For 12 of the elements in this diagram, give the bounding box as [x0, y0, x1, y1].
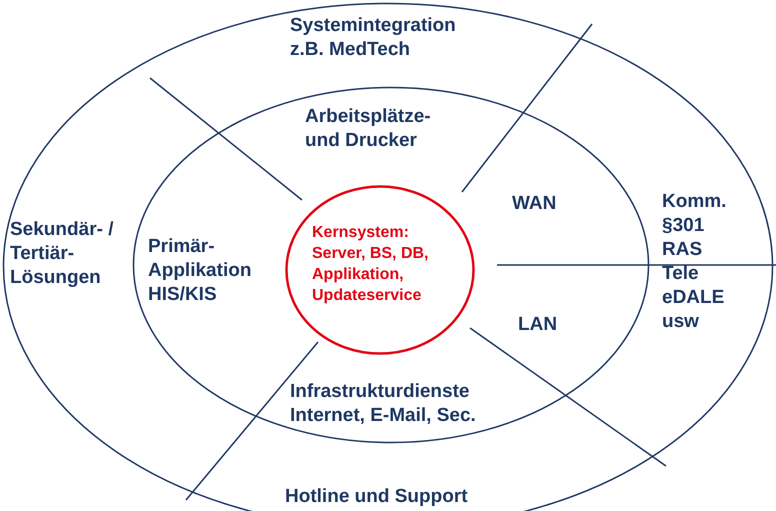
sector-label: Arbeitsplätze- und Drucker	[305, 105, 432, 153]
sector-label: LAN	[518, 313, 558, 337]
core-circle	[284, 184, 476, 356]
sector-label: WAN	[512, 192, 558, 216]
sector-label: Primär- Applikation HIS/KIS	[148, 235, 252, 307]
inner-ellipse	[132, 86, 650, 444]
sector-label: Sekundär- / Tertiär- Lösungen	[10, 218, 114, 290]
sector-label: Infrastrukturdienste Internet, E-Mail, Sec.	[290, 380, 477, 428]
sector-label: Systemintegration z.B. MedTech	[290, 14, 457, 62]
sector-label: Komm. §301 RAS Tele eDALE usw	[662, 190, 728, 334]
core-label: Kernsystem: Server, BS, DB, Applikation, Updateservice	[312, 223, 430, 306]
sector-label: Hotline und Support	[285, 485, 469, 509]
